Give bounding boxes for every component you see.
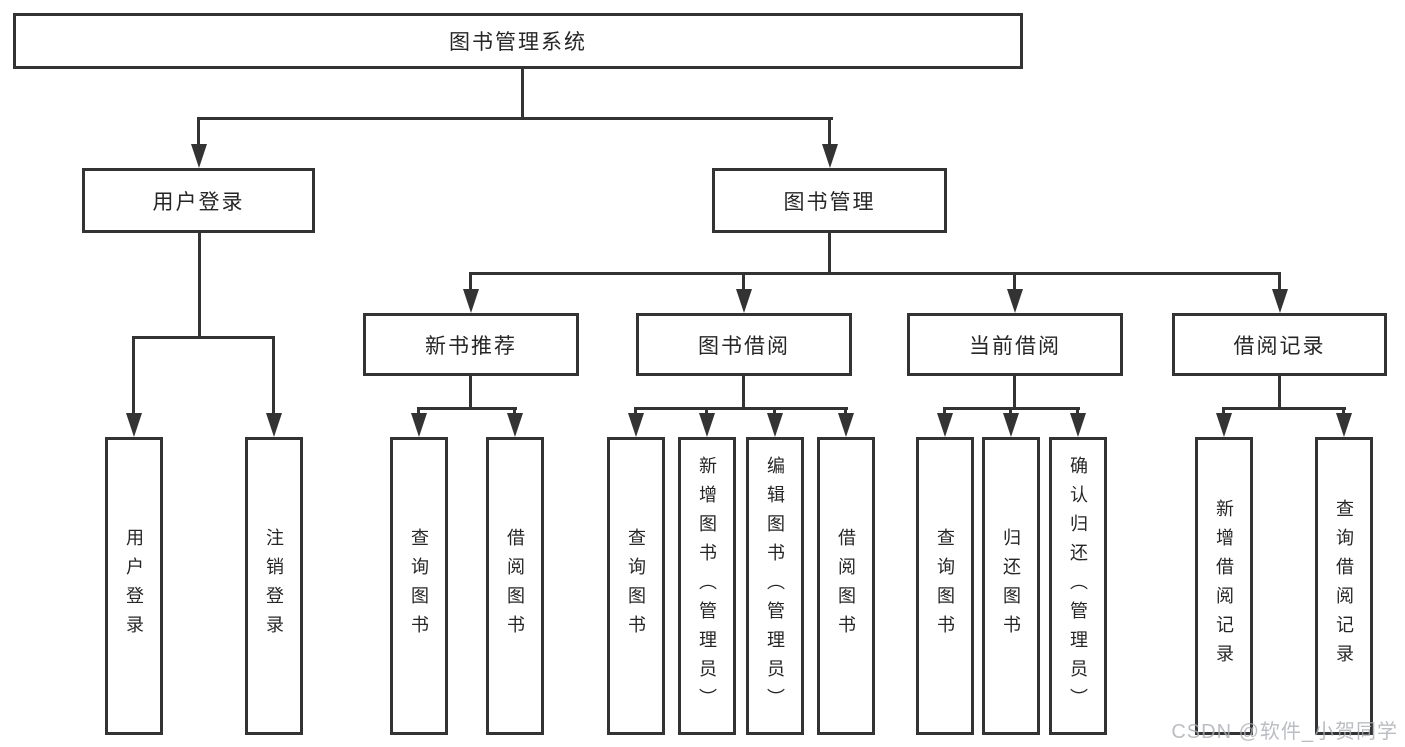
leaf-query-books-current-label: 查询图书 (935, 528, 955, 644)
arrow-down-icon (628, 413, 644, 437)
connector-hline (197, 117, 833, 120)
node-current-borrowing: 当前借阅 (907, 313, 1123, 376)
connector-vline (197, 117, 200, 146)
leaf-borrow-books-borrowing-label: 借阅图书 (836, 528, 856, 644)
arrow-down-icon (463, 289, 479, 313)
leaf-query-books-recommend: 查询图书 (390, 437, 448, 735)
connector-vline (943, 407, 946, 415)
connector-vline (272, 336, 275, 415)
connector-vline (417, 407, 420, 415)
arrow-down-icon (1216, 413, 1232, 437)
leaf-query-books-current: 查询图书 (916, 437, 974, 735)
connector-vline (469, 272, 472, 291)
node-library-system: 图书管理系统 (13, 13, 1023, 69)
leaf-user-login-label: 用户登录 (124, 528, 144, 644)
node-current-borrowing-label: 当前借阅 (969, 334, 1061, 358)
arrow-down-icon (411, 413, 427, 437)
connector-vline (1278, 376, 1281, 409)
arrow-down-icon (699, 413, 715, 437)
leaf-user-login: 用户登录 (105, 437, 163, 735)
node-book-management: 图书管理 (712, 168, 947, 233)
arrow-down-icon (126, 413, 142, 437)
node-borrowing-records-label: 借阅记录 (1233, 334, 1326, 358)
leaf-add-books-admin: 新增图书（管理员） (678, 437, 736, 735)
connector-vline (1076, 407, 1079, 415)
connector-vline (1013, 376, 1016, 409)
arrow-down-icon (1336, 413, 1352, 437)
leaf-confirm-return-admin-label: 确认归还（管理员） (1068, 455, 1088, 717)
node-user-login: 用户登录 (82, 168, 315, 233)
node-book-borrowing-label: 图书借阅 (698, 334, 790, 358)
arrow-down-icon (1272, 289, 1288, 313)
connector-vline (1278, 272, 1281, 291)
arrow-down-icon (266, 413, 282, 437)
connector-vline (1342, 407, 1345, 415)
node-library-system-label: 图书管理系统 (449, 31, 587, 54)
node-book-management-label: 图书管理 (783, 190, 876, 214)
connector-vline (198, 232, 201, 338)
leaf-borrow-books-borrowing: 借阅图书 (817, 437, 875, 735)
leaf-borrow-books-recommend-label: 借阅图书 (505, 528, 525, 644)
leaf-query-books-recommend-label: 查询图书 (409, 528, 429, 644)
leaf-return-books: 归还图书 (982, 437, 1040, 735)
connector-vline (742, 272, 745, 291)
leaf-query-books-borrowing: 查询图书 (607, 437, 665, 735)
connector-vline (828, 232, 831, 274)
connector-vline (1222, 407, 1225, 415)
arrow-down-icon (736, 289, 752, 313)
leaf-logout-login: 注销登录 (245, 437, 303, 735)
leaf-logout-login-label: 注销登录 (264, 528, 284, 644)
connector-vline (844, 407, 847, 415)
connector-vline (1009, 407, 1012, 415)
connector-hline (469, 272, 1281, 275)
connector-vline (1013, 272, 1016, 291)
leaf-confirm-return-admin: 确认归还（管理员） (1049, 437, 1107, 735)
leaf-return-books-label: 归还图书 (1001, 528, 1021, 644)
connector-hline (132, 336, 275, 339)
connector-vline (705, 407, 708, 415)
connector-vline (742, 376, 745, 409)
arrow-down-icon (507, 413, 523, 437)
connector-vline (828, 117, 831, 146)
watermark: CSDN @软件_小贺同学 (1171, 721, 1398, 743)
node-borrowing-records: 借阅记录 (1172, 313, 1387, 376)
leaf-borrow-books-recommend: 借阅图书 (486, 437, 544, 735)
arrow-down-icon (937, 413, 953, 437)
leaf-add-borrow-record: 新增借阅记录 (1195, 437, 1253, 735)
node-book-borrowing: 图书借阅 (636, 313, 852, 376)
connector-vline (773, 407, 776, 415)
node-new-book-recommendation: 新书推荐 (363, 313, 579, 376)
connector-vline (132, 336, 135, 415)
arrow-down-icon (191, 144, 207, 168)
node-user-login-label: 用户登录 (152, 190, 245, 214)
node-new-book-recommendation-label: 新书推荐 (425, 334, 517, 358)
leaf-add-borrow-record-label: 新增借阅记录 (1214, 499, 1234, 673)
leaf-add-books-admin-label: 新增图书（管理员） (697, 455, 717, 717)
arrow-down-icon (838, 413, 854, 437)
connector-vline (513, 407, 516, 415)
arrow-down-icon (1003, 413, 1019, 437)
leaf-query-borrow-record: 查询借阅记录 (1315, 437, 1373, 735)
arrow-down-icon (822, 144, 838, 168)
leaf-query-borrow-record-label: 查询借阅记录 (1334, 499, 1354, 673)
leaf-edit-books-admin: 编辑图书（管理员） (746, 437, 804, 735)
leaf-query-books-borrowing-label: 查询图书 (626, 528, 646, 644)
arrow-down-icon (767, 413, 783, 437)
connector-hline (417, 407, 517, 410)
arrow-down-icon (1070, 413, 1086, 437)
connector-vline (521, 69, 524, 120)
leaf-edit-books-admin-label: 编辑图书（管理员） (765, 455, 785, 717)
connector-vline (469, 376, 472, 409)
connector-hline (1222, 407, 1346, 410)
connector-hline (634, 407, 848, 410)
arrow-down-icon (1007, 289, 1023, 313)
connector-vline (634, 407, 637, 415)
